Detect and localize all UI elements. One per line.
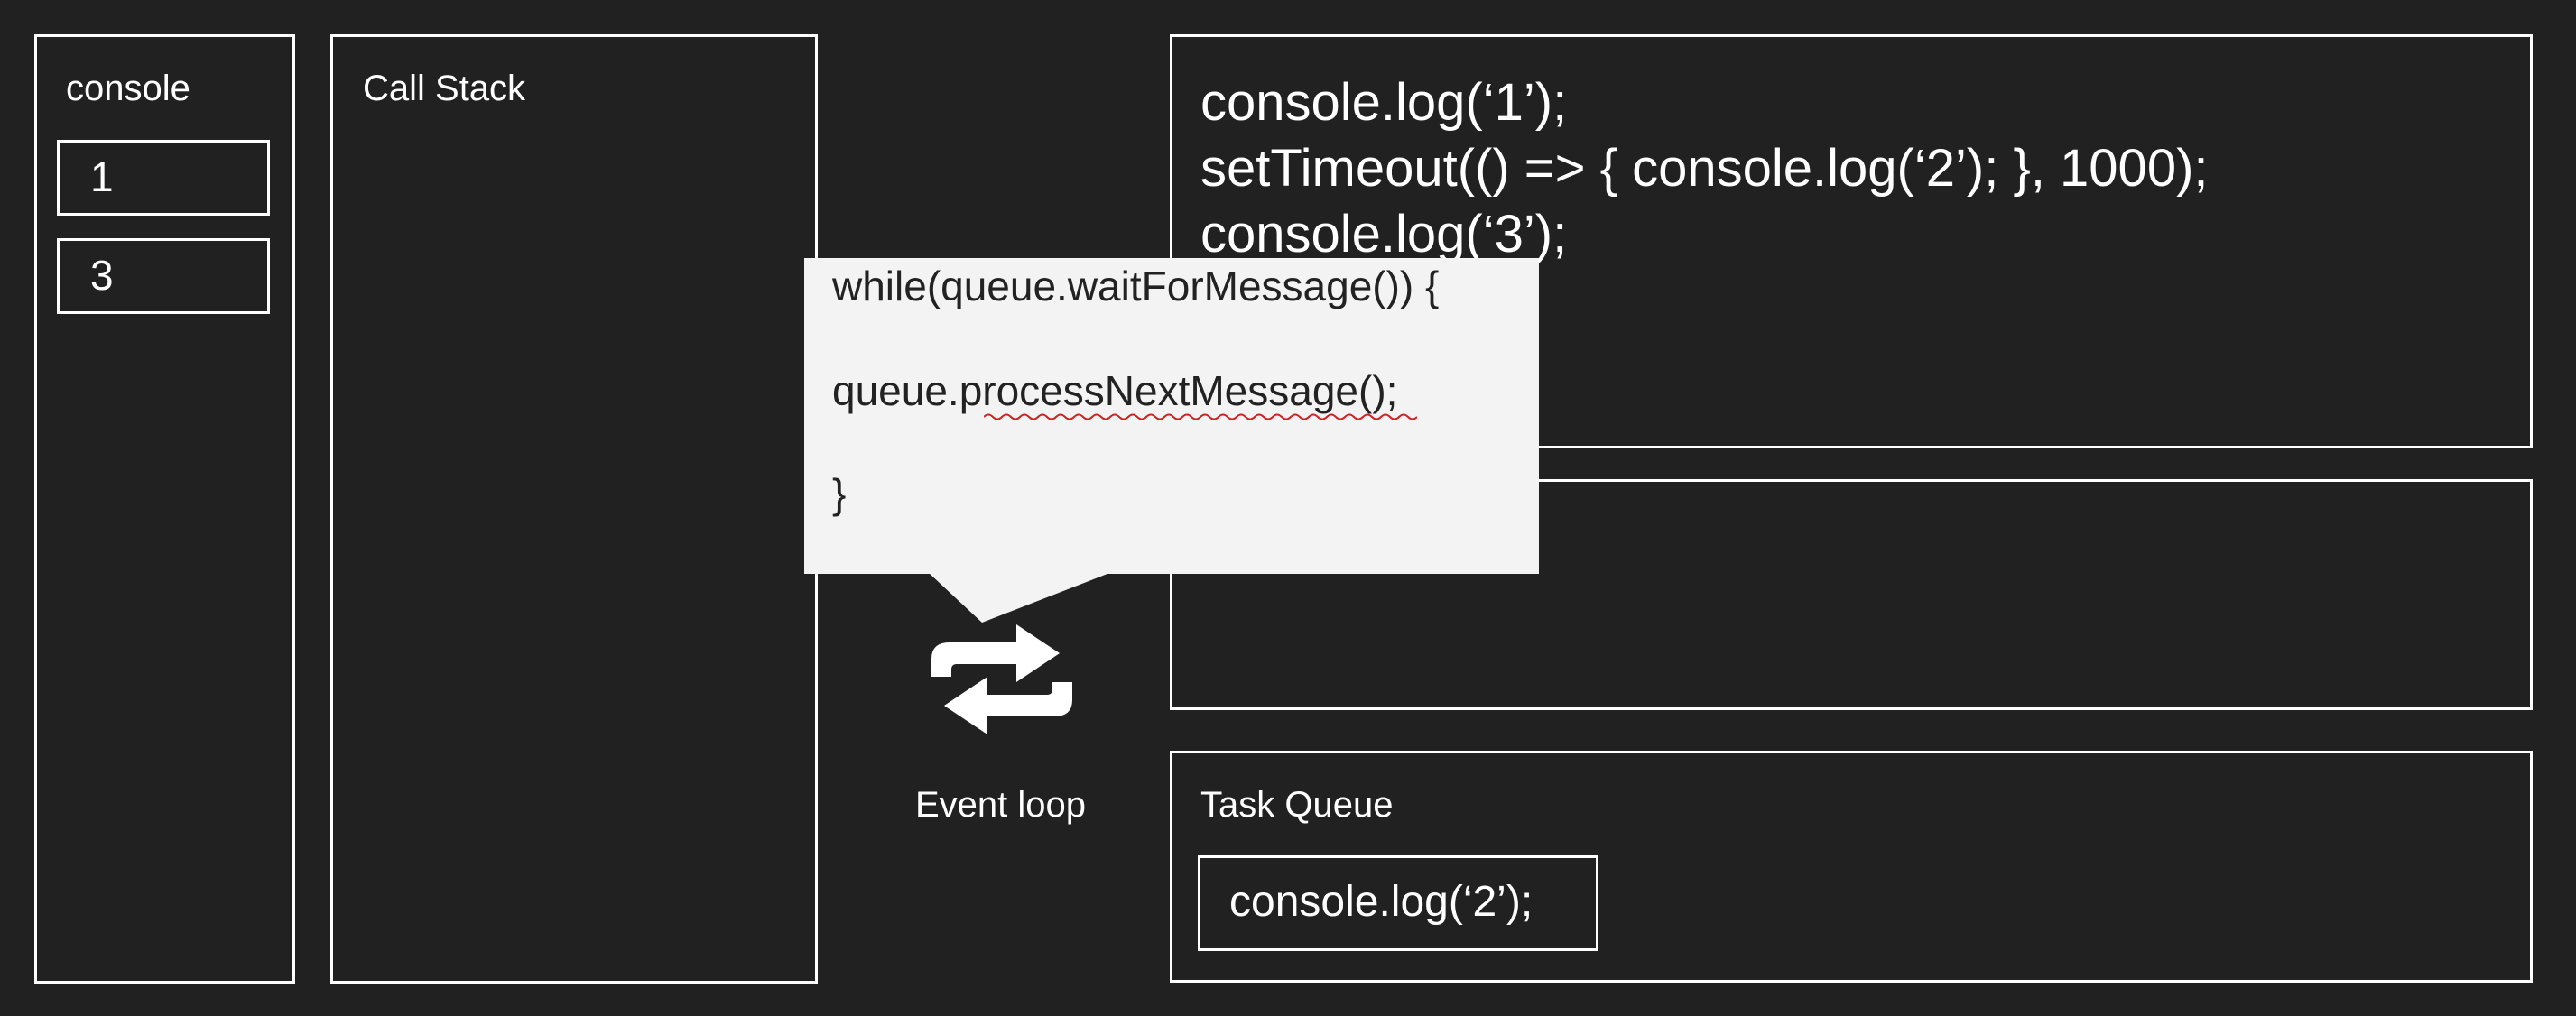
spellcheck-underline (984, 413, 1417, 420)
popup-tail (928, 572, 1112, 623)
call-stack-title: Call Stack (363, 69, 526, 108)
event-loop-label: Event loop (915, 785, 1087, 825)
loop-arrows-icon (931, 624, 1072, 734)
code-line: setTimeout(() => { console.log(‘2’); }, … (1200, 139, 2209, 198)
console-panel (34, 34, 295, 984)
code-line: console.log(‘3’); (1200, 205, 1568, 263)
event-loop-code-line: queue.processNextMessage(); (832, 367, 1398, 414)
task-queue-title: Task Queue (1200, 785, 1394, 825)
event-loop-code-line: } (832, 470, 847, 517)
code-line: console.log(‘1’); (1200, 73, 1568, 132)
console-output-item: 3 (57, 238, 270, 314)
console-title: console (66, 69, 190, 108)
web-apis-panel (1170, 479, 2533, 710)
call-stack-panel (330, 34, 818, 984)
event-loop-code-line: while(queue.waitForMessage()) { (832, 263, 1440, 309)
task-queue-item: console.log(‘2’); (1198, 855, 1598, 951)
console-output-item: 1 (57, 140, 270, 216)
code-panel (1170, 34, 2533, 448)
task-queue-panel (1170, 751, 2533, 983)
